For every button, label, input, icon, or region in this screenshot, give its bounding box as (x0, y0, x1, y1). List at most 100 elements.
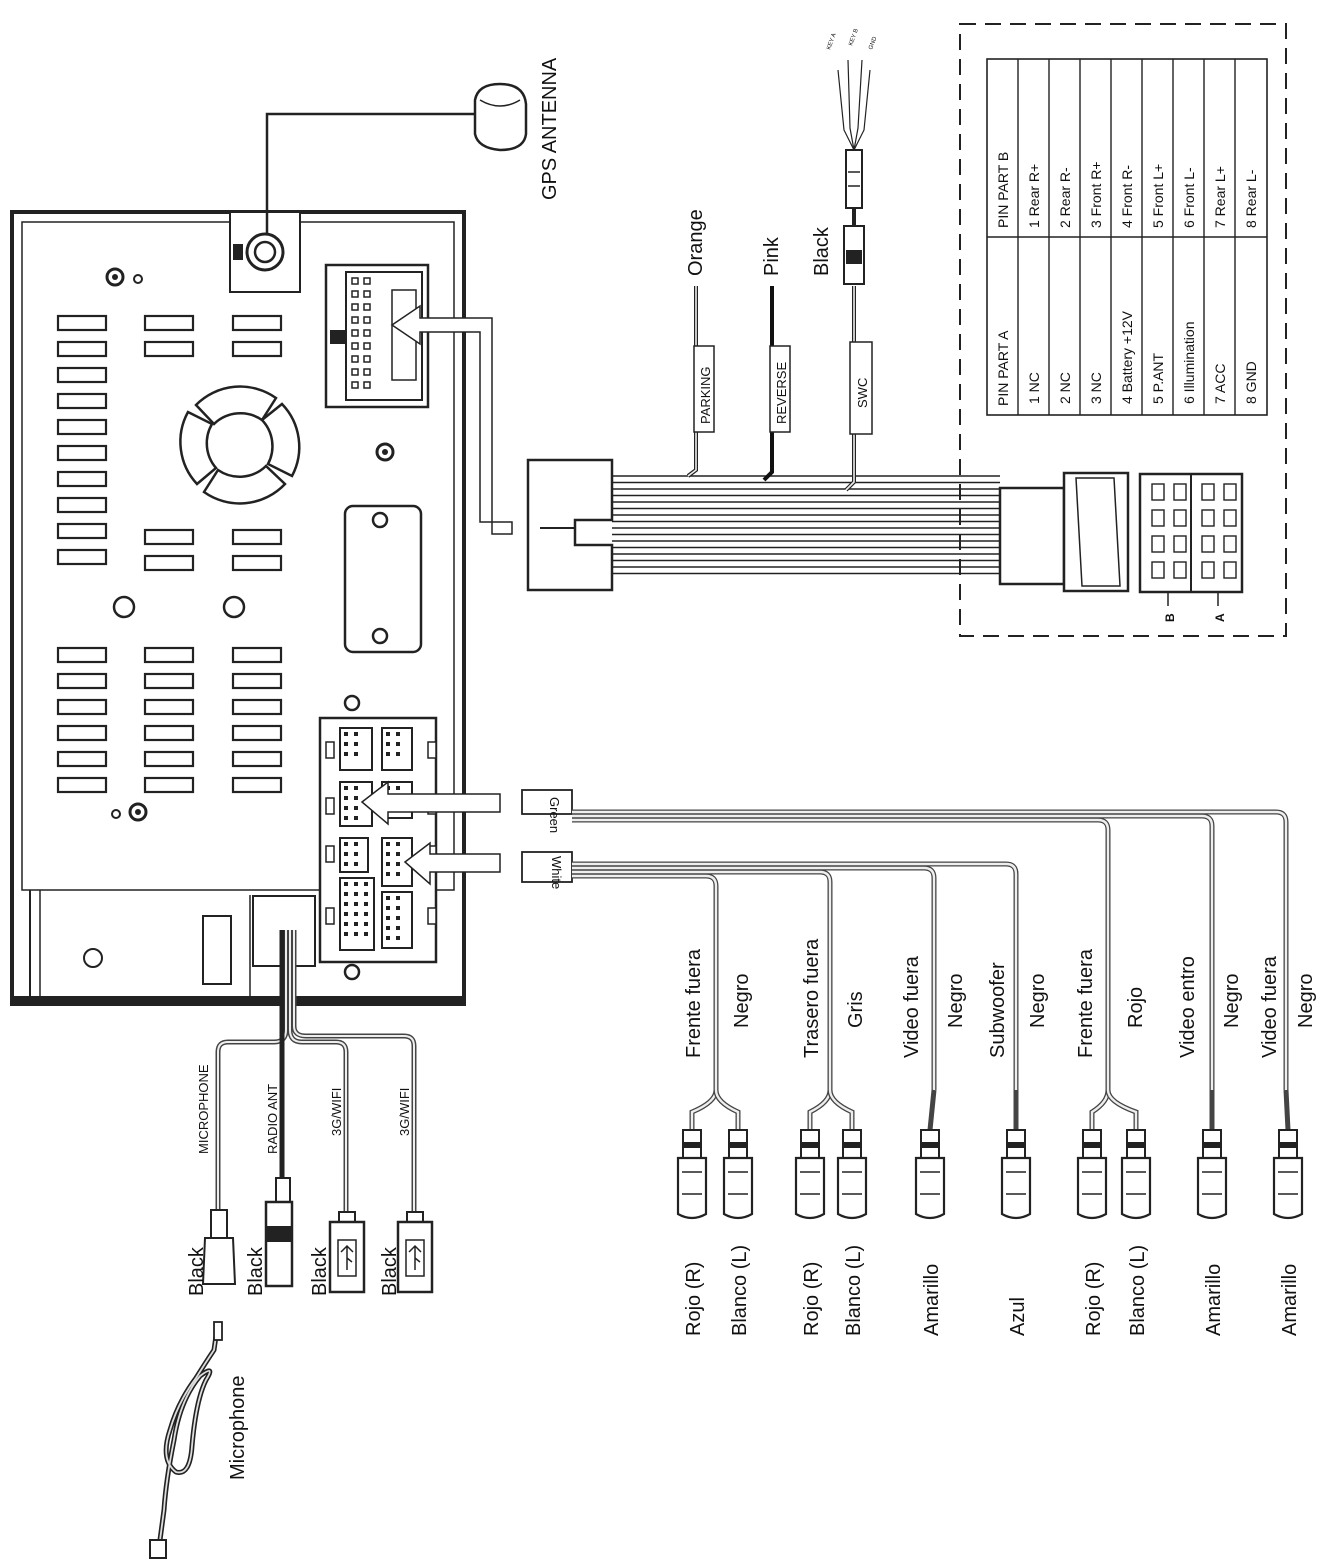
rca-plug-band (1127, 1142, 1145, 1148)
av-port-pin (364, 932, 368, 936)
connector-pin (363, 355, 371, 363)
av-port-pin (344, 732, 348, 736)
vent-slot (231, 672, 283, 690)
av-port-pin (354, 922, 358, 926)
connector-arrow (390, 304, 513, 535)
av-port-pin (354, 842, 358, 846)
av-port-pin (354, 816, 358, 820)
rca-plug-body (1272, 1156, 1304, 1220)
vent-slot (231, 646, 283, 664)
table-row-part-a: 5 P.ANT (1150, 352, 1166, 404)
av-port-pin (354, 752, 358, 756)
vent-slot (143, 528, 195, 546)
av-port-pin (344, 912, 348, 916)
rca-function-label: Video fuera (901, 955, 923, 1058)
radio-ant-cable-tag: RADIO ANT (265, 1084, 280, 1154)
iso-pin (1223, 535, 1237, 553)
table-header-a: PIN PART A (995, 330, 1011, 406)
vent-slot (231, 554, 283, 572)
vent-slot (143, 314, 195, 332)
reverse-tag: REVERSE (774, 362, 789, 424)
connector-pin (351, 342, 359, 350)
parking-tag: PARKING (698, 366, 713, 424)
connector-pin (363, 277, 371, 285)
iso-pin (1173, 561, 1187, 579)
pink-wire-label: Pink (761, 236, 783, 276)
vent-slot (143, 776, 195, 794)
av-port-pin (354, 742, 358, 746)
white-harness-label: White (549, 856, 564, 889)
av-wire-core (572, 814, 1214, 1090)
iso-pin (1173, 483, 1187, 501)
iso-label-b: B (1163, 613, 1177, 622)
rca-sub-label: Negro (731, 974, 753, 1028)
rca-plug-color-label: Amarillo (1203, 1264, 1225, 1336)
av-port-pin (386, 862, 390, 866)
connector-clip (330, 330, 346, 344)
rca-sub-label: Negro (1295, 974, 1317, 1028)
av-port-pin (396, 896, 400, 900)
port-clip (427, 741, 437, 759)
vent-slot (56, 418, 108, 436)
av-wire-end (1283, 1089, 1291, 1131)
vent-slot (143, 554, 195, 572)
table-row-part-b: 5 Front L+ (1150, 164, 1166, 228)
av-port-pin (386, 926, 390, 930)
iso-pin (1151, 483, 1165, 501)
rca-plug-band (1007, 1142, 1025, 1148)
av-wire (572, 813, 1215, 1090)
table-row-part-b: 7 Rear L+ (1212, 166, 1228, 228)
table-row-part-b: 3 Front R+ (1088, 161, 1104, 228)
av-port-pin (344, 882, 348, 886)
av-port-pin (396, 852, 400, 856)
iso-pin (1223, 483, 1237, 501)
connector-pin (351, 329, 359, 337)
iso-pin (1151, 509, 1165, 527)
rca-plug-band (921, 1142, 939, 1148)
connector-pin (363, 290, 371, 298)
av-port-pin (396, 732, 400, 736)
table-row-part-a: 8 GND (1243, 361, 1259, 404)
connector-pin (363, 329, 371, 337)
port-clip (427, 907, 437, 925)
rca-plug-color-label: Rojo (R) (683, 1262, 705, 1336)
iso-pin (1201, 561, 1215, 579)
green-harness-label: Green (547, 797, 562, 833)
rca-plug-body (1196, 1156, 1228, 1220)
wifi-plug-color-1: Black (309, 1246, 331, 1296)
port-clip (325, 907, 335, 925)
table-row-part-a: 6 Illumination (1181, 322, 1197, 405)
av-port-pin (364, 912, 368, 916)
table-row-part-a: 7 ACC (1212, 364, 1228, 404)
connector-pin (351, 277, 359, 285)
rca-plug-color-label: Blanco (L) (843, 1245, 865, 1336)
av-port-pin (396, 786, 400, 790)
connector-pin (363, 303, 371, 311)
av-wire (572, 817, 1111, 1090)
av-port-pin (354, 912, 358, 916)
iso-pin (1201, 509, 1215, 527)
vent-slot (231, 776, 283, 794)
av-port-pin (354, 932, 358, 936)
iso-pin (1201, 535, 1215, 553)
vent-slot (56, 672, 108, 690)
table-row-part-b: 8 Rear L- (1243, 169, 1259, 228)
rca-function-label: Subwoofer (987, 962, 1009, 1058)
table-row-part-b: 2 Rear R- (1057, 167, 1073, 228)
av-port-pin (364, 892, 368, 896)
av-port-pin (396, 936, 400, 940)
av-port-pin (344, 852, 348, 856)
av-port-pin (386, 906, 390, 910)
vent-slot (56, 470, 108, 488)
swc-pin-gnd: GND (868, 35, 878, 50)
rca-plug-band (801, 1142, 819, 1148)
vent-slot (143, 698, 195, 716)
connector-pin (351, 290, 359, 298)
av-port-pin (354, 902, 358, 906)
microphone-plug-color: Black (186, 1246, 208, 1296)
swc-wire (837, 59, 873, 492)
table-row-part-a: 2 NC (1057, 372, 1073, 404)
av-port-pin (344, 842, 348, 846)
table-row-part-a: 3 NC (1088, 372, 1104, 404)
vent-slot (231, 340, 283, 358)
